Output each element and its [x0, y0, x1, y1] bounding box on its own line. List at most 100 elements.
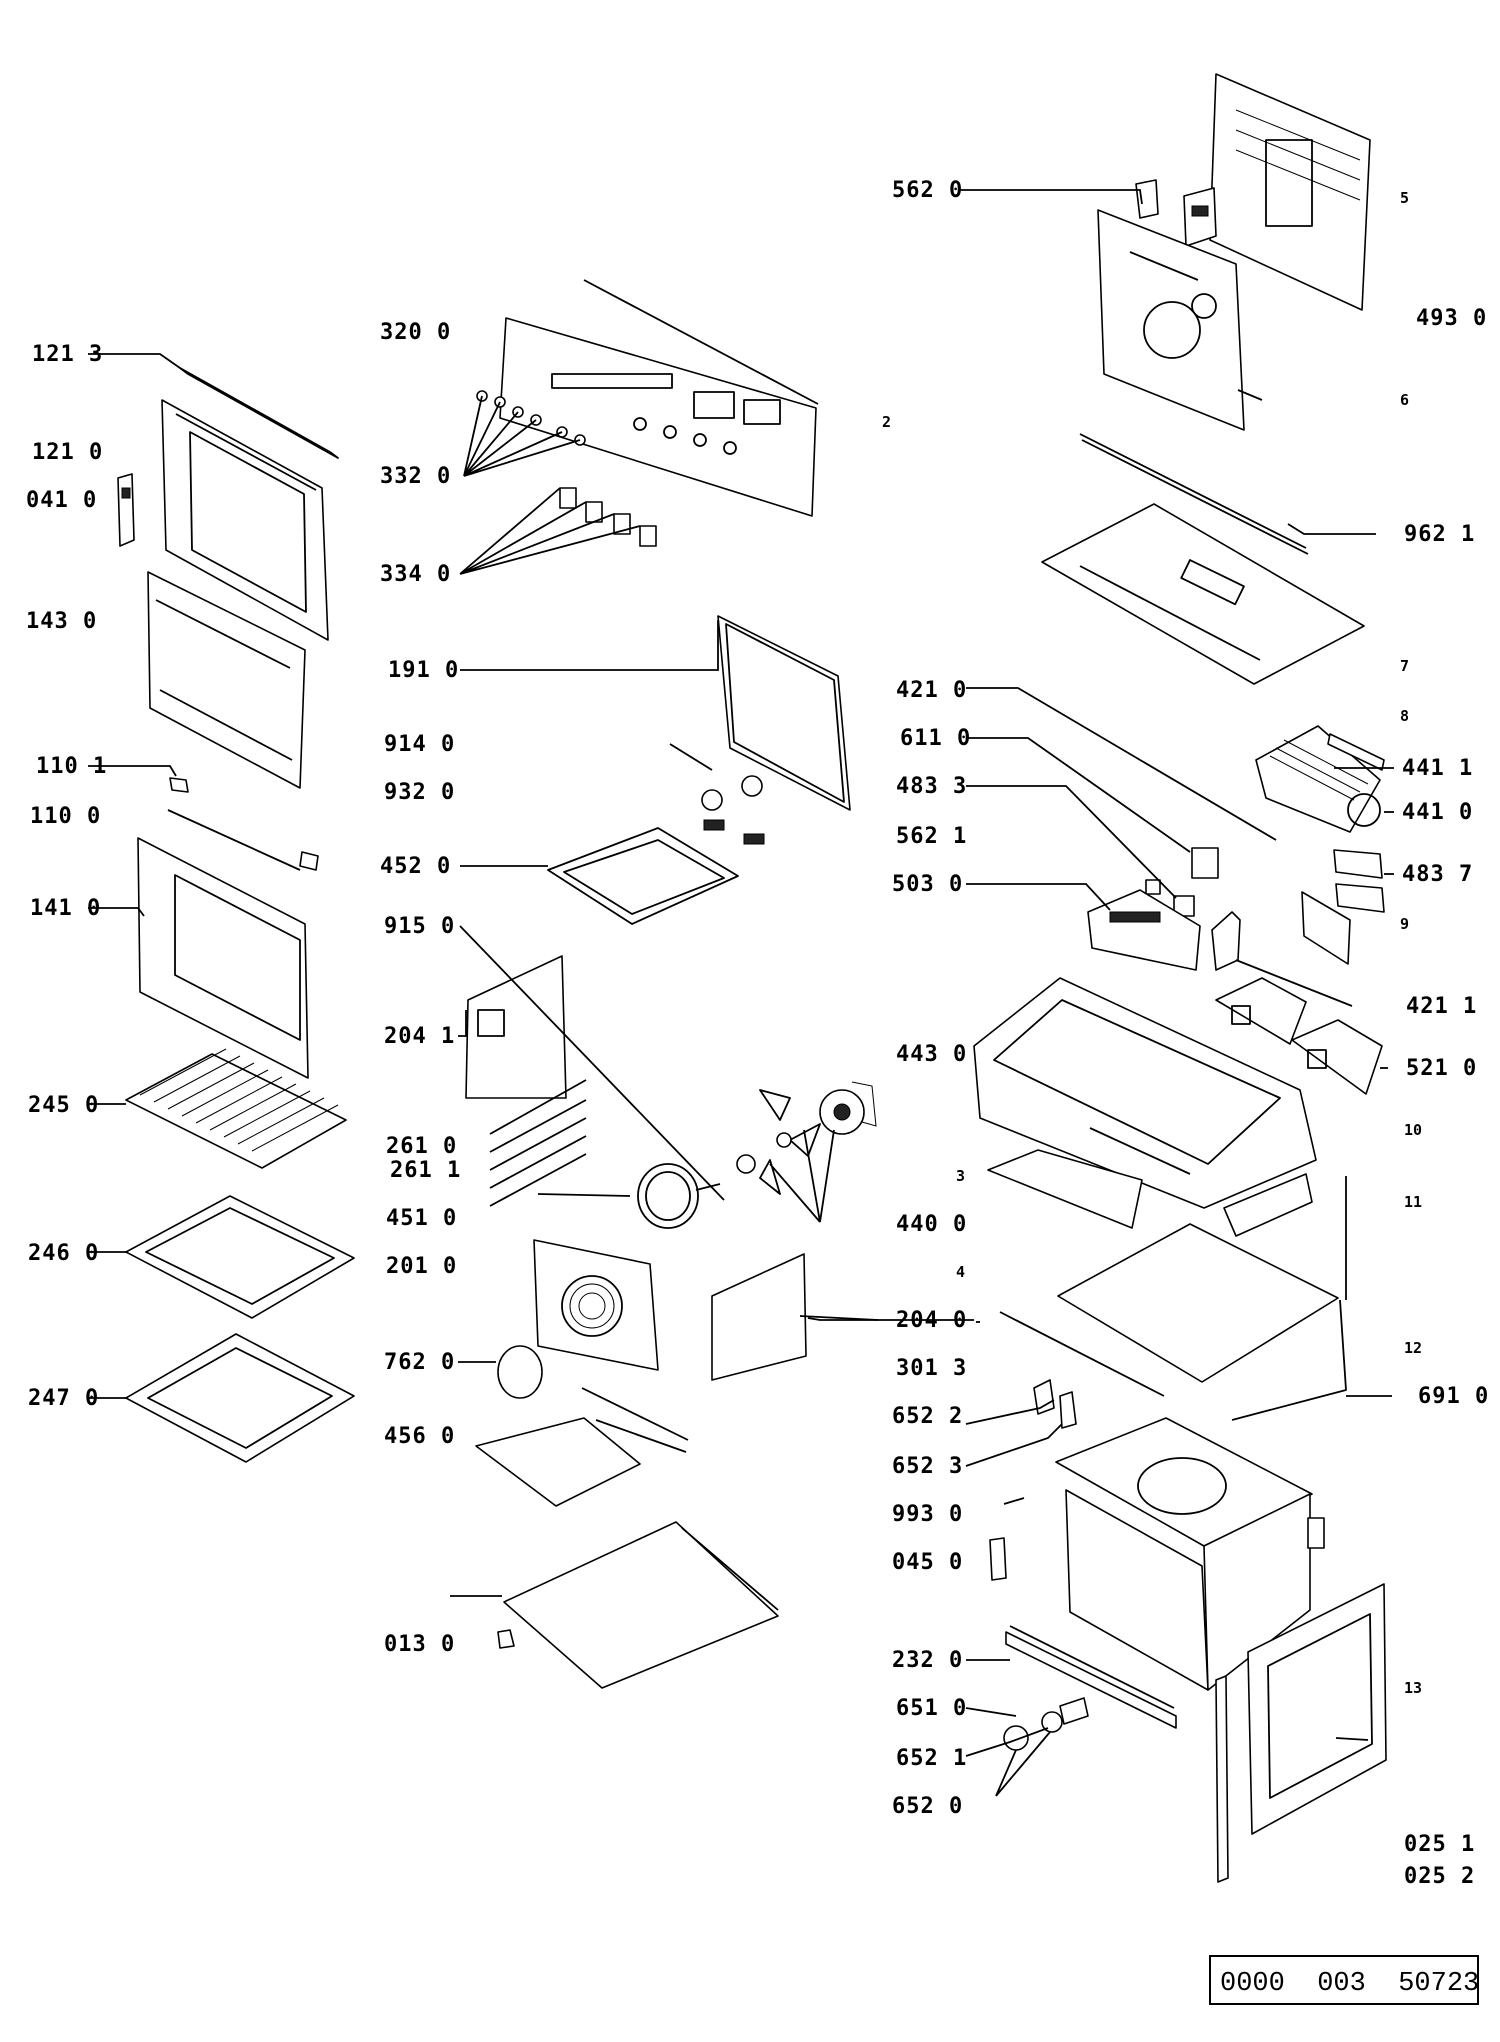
bottom-plate-part	[497, 1521, 779, 1689]
callout-013-0: 013 0	[384, 1632, 455, 1657]
outer-door-glass-part	[137, 837, 309, 1079]
callout-962-1: 962 1	[1404, 522, 1475, 547]
callout-421-0: 421 0	[896, 678, 967, 703]
section-number-6: 6	[1400, 391, 1409, 409]
relays-part	[1145, 847, 1385, 965]
callout-332-0: 332 0	[380, 464, 451, 489]
section-number-11: 11	[1404, 1193, 1422, 1211]
callout-503-0: 503 0	[892, 872, 963, 897]
callout-320-0: 320 0	[380, 320, 451, 345]
door-spacer-part	[167, 777, 319, 871]
section-number-2: 2	[882, 413, 891, 431]
callout-247-0: 247 0	[28, 1386, 99, 1411]
electronic-module-part	[1087, 889, 1241, 971]
callout-261-1: 261 1	[390, 1158, 461, 1183]
section-number-12: 12	[1404, 1339, 1422, 1357]
callout-651-0: 651 0	[896, 1696, 967, 1721]
callout-652-2: 652 2	[892, 1404, 963, 1429]
lamp-holder-part	[1003, 1697, 1089, 1751]
callout-121-0: 121 0	[32, 440, 103, 465]
callout-452-0: 452 0	[380, 854, 451, 879]
callout-451-0: 451 0	[386, 1206, 457, 1231]
callout-301-3: 301 3	[896, 1356, 967, 1381]
circular-element-part	[637, 1163, 721, 1229]
callout-025-1: 025 1	[1404, 1832, 1475, 1857]
callout-204-1: 204 1	[384, 1024, 455, 1049]
callout-762-0: 762 0	[384, 1350, 455, 1375]
callout-245-0: 245 0	[28, 1093, 99, 1118]
callout-121-3: 121 3	[32, 342, 103, 367]
front-frame-part	[1005, 1625, 1177, 1729]
callout-141-0: 141 0	[30, 896, 101, 921]
section-number-9: 9	[1400, 915, 1409, 933]
grill-element-part	[547, 775, 765, 925]
top-seal-part	[1079, 433, 1309, 555]
callout-456-0: 456 0	[384, 1424, 455, 1449]
callout-652-1: 652 1	[896, 1746, 967, 1771]
callout-201-0: 201 0	[386, 1254, 457, 1279]
callout-691-0: 691 0	[1418, 1384, 1489, 1409]
callout-045-0: 045 0	[892, 1550, 963, 1575]
section-number-5: 5	[1400, 189, 1409, 207]
shelf-runners-part	[489, 1079, 587, 1207]
callout-232-0: 232 0	[892, 1648, 963, 1673]
callout-993-0: 993 0	[892, 1502, 963, 1527]
callout-204-0: 204 0	[896, 1308, 967, 1333]
callout-421-1: 421 1	[1406, 994, 1477, 1019]
callout-143-0: 143 0	[26, 609, 97, 634]
document-number-box	[1209, 1955, 1479, 2005]
oven-cavity-part	[1055, 1417, 1325, 1691]
fan-motor-part	[819, 1081, 877, 1135]
side-door-frame-part	[1247, 1583, 1387, 1835]
document-number: 0000 003 50723	[1220, 1969, 1479, 1999]
callout-652-0: 652 0	[892, 1794, 963, 1819]
fan-blade-part	[736, 1089, 821, 1195]
callout-493-0: 493 0	[1416, 306, 1487, 331]
vertical-rod-part	[1231, 1176, 1347, 1421]
lamp-cover-part	[497, 1345, 543, 1399]
side-trim-part	[1215, 1675, 1229, 1883]
callout-441-1: 441 1	[1402, 756, 1473, 781]
section-number-13: 13	[1404, 1679, 1422, 1697]
callout-261-0: 261 0	[386, 1134, 457, 1159]
callout-041-0: 041 0	[26, 488, 97, 513]
bracket-562-part	[1135, 179, 1159, 219]
baking-tray-part	[125, 1195, 355, 1319]
oven-seal-part	[717, 615, 851, 811]
section-number-3: 3	[956, 1167, 965, 1185]
section-number-10: 10	[1404, 1121, 1422, 1139]
section-number-7: 7	[1400, 657, 1409, 675]
rear-cover-part	[1209, 73, 1371, 311]
door-hinge-part	[117, 473, 135, 547]
wire-shelf-part	[125, 1048, 347, 1169]
cooling-duct-part	[973, 977, 1317, 1209]
control-panel-part	[499, 279, 819, 517]
callout-914-0: 914 0	[384, 732, 455, 757]
section-number-4: 4	[956, 1263, 965, 1281]
callout-483-3: 483 3	[896, 774, 967, 799]
timers-part	[1215, 977, 1383, 1095]
leader-lines	[88, 189, 1394, 1797]
callout-246-0: 246 0	[28, 1241, 99, 1266]
callout-443-0: 443 0	[896, 1042, 967, 1067]
deep-tray-part	[125, 1333, 355, 1463]
callout-191-0: 191 0	[388, 658, 459, 683]
callout-562-1: 562 1	[896, 824, 967, 849]
clips-part	[989, 1379, 1077, 1581]
inner-base-part	[475, 1387, 689, 1507]
cabinet-back-part	[1097, 209, 1245, 431]
callout-110-0: 110 0	[30, 804, 101, 829]
callout-110-1: 110 1	[36, 754, 107, 779]
door-top-trim-part	[179, 367, 339, 459]
terminal-block-part	[1183, 187, 1217, 247]
top-panel-part	[1041, 503, 1365, 685]
callout-652-3: 652 3	[892, 1454, 963, 1479]
callout-483-7: 483 7	[1402, 862, 1473, 887]
oven-door-frame-part	[161, 399, 329, 641]
section-number-8: 8	[1400, 707, 1409, 725]
callout-562-0: 562 0	[892, 178, 963, 203]
rear-panel-part	[711, 1253, 807, 1381]
callout-611-0: 611 0	[900, 726, 971, 751]
inner-door-glass-part	[147, 571, 306, 789]
